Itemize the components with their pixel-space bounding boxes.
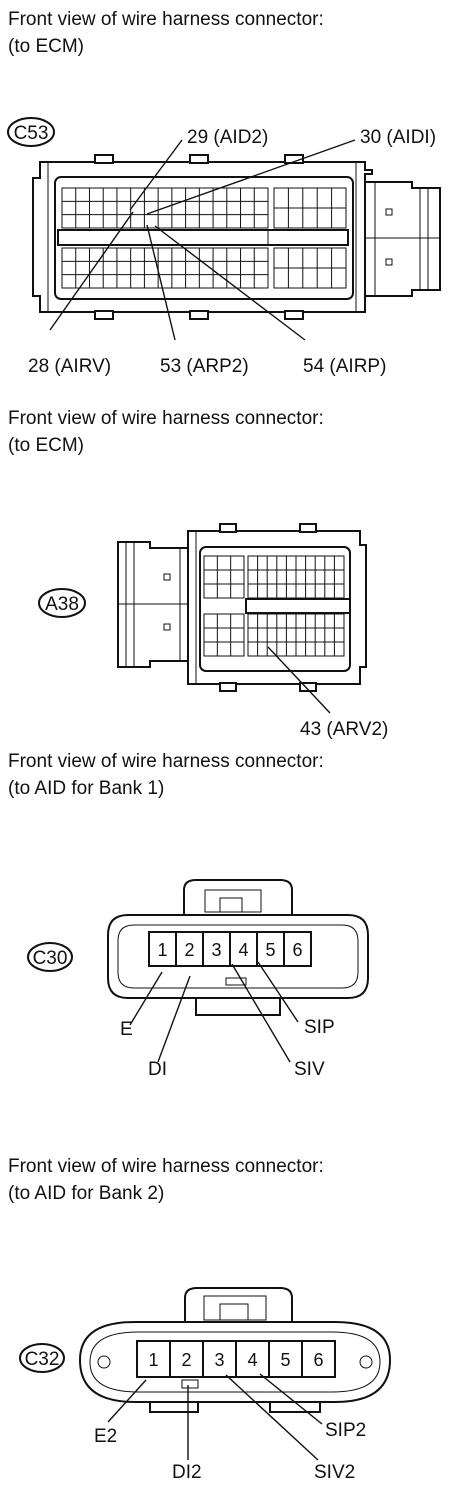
pin-number: 2 [184, 940, 194, 960]
pin-cell [268, 1340, 303, 1378]
callout-54-airp: 54 (AIRP) [303, 356, 386, 377]
connector-id-oval [27, 942, 73, 972]
pin-number: 5 [265, 940, 275, 960]
caption-line-1: Front view of wire harness connector: [8, 408, 324, 429]
pin-number: 6 [292, 940, 302, 960]
section-a38: Front view of wire harness connector: (t… [8, 408, 388, 740]
c53-leaders [49, 139, 356, 341]
connector-id-oval [19, 1343, 65, 1373]
section-c30: Front view of wire harness connector: (t… [8, 751, 369, 1080]
pin-number: 4 [247, 1350, 257, 1370]
connector-id-oval [38, 588, 86, 618]
callout-siv: SIV [294, 1059, 325, 1080]
section-c32: Front view of wire harness connector: (t… [8, 1156, 392, 1483]
pin-cell [202, 931, 231, 967]
pin-number: 1 [148, 1350, 158, 1370]
pin-cell [283, 931, 312, 967]
connector-id-oval [7, 117, 55, 147]
section-c53: Front view of wire harness connector: (t… [7, 9, 441, 377]
callout-di2: DI2 [172, 1462, 202, 1483]
caption-line-2: (to AID for Bank 2) [8, 1183, 164, 1204]
c32-leaders [107, 1373, 323, 1461]
a38-leader [267, 646, 331, 714]
c32-pin-row: 1 2 3 4 5 6 [136, 1340, 336, 1378]
callout-e2: E2 [94, 1426, 117, 1447]
caption-line-2: (to ECM) [8, 435, 84, 456]
callout-43-arv2: 43 (ARV2) [300, 719, 388, 740]
c53-pin-grid [57, 187, 349, 289]
pin-number: 1 [157, 940, 167, 960]
callout-29-aid2: 29 (AID2) [187, 127, 268, 148]
pin-number: 4 [238, 940, 248, 960]
caption-line-1: Front view of wire harness connector: [8, 9, 324, 30]
callout-sip2: SIP2 [325, 1420, 366, 1441]
pin-number: 3 [211, 940, 221, 960]
callout-e: E [120, 1019, 133, 1040]
c30-leaders [129, 961, 299, 1063]
caption-line-1: Front view of wire harness connector: [8, 751, 324, 772]
pin-number: 5 [280, 1350, 290, 1370]
caption-line-2: (to ECM) [8, 36, 84, 57]
callout-28-airv: 28 (AIRV) [28, 356, 111, 377]
connector-id: A38 [45, 594, 79, 615]
caption-line-2: (to AID for Bank 1) [8, 778, 164, 799]
callout-30-aidi: 30 (AIDI) [360, 127, 436, 148]
connector-id: C30 [33, 948, 68, 969]
connector-id: C53 [14, 123, 49, 144]
pin-cell [169, 1340, 204, 1378]
pin-cell [202, 1340, 237, 1378]
pin-number: 6 [313, 1350, 323, 1370]
a38-pin-grid [203, 555, 351, 657]
caption-line-1: Front view of wire harness connector: [8, 1156, 324, 1177]
callout-siv2: SIV2 [314, 1462, 355, 1483]
pin-number: 3 [214, 1350, 224, 1370]
connector-id: C32 [25, 1349, 60, 1370]
pin-number: 2 [181, 1350, 191, 1370]
pin-cell [301, 1340, 336, 1378]
callout-di: DI [148, 1059, 167, 1080]
callout-sip: SIP [304, 1017, 335, 1038]
callout-53-arp2: 53 (ARP2) [160, 356, 249, 377]
